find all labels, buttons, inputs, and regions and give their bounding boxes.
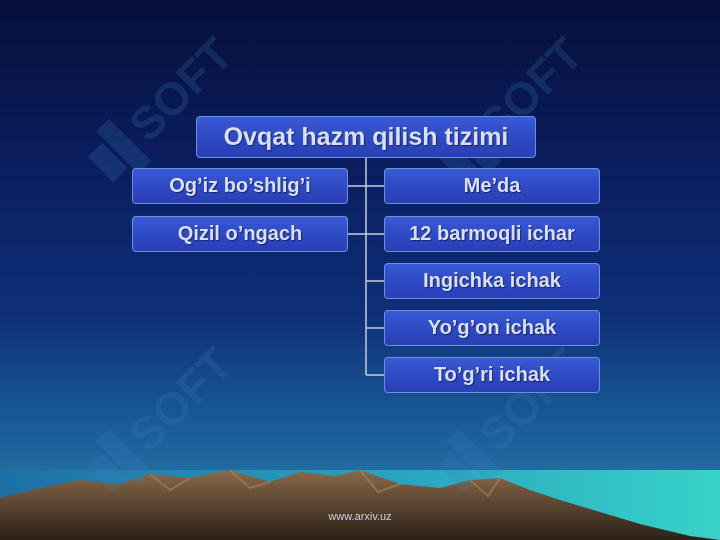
left-item-1: Og’iz bo’shlig’i xyxy=(132,168,348,204)
mountain-ridges xyxy=(149,469,501,498)
soft-logo-mark xyxy=(87,428,152,493)
mountain-range xyxy=(0,470,720,540)
footer-url: www.arxiv.uz xyxy=(328,511,392,523)
soft-logo-mark xyxy=(437,428,502,493)
right-item-1: Me’da xyxy=(384,168,600,204)
soft-logo-mark xyxy=(87,118,152,183)
right-item-2: 12 barmoqli ichar xyxy=(384,216,600,252)
right-item-4: Yo’g’on ichak xyxy=(384,310,600,346)
diagram-title: Ovqat hazm qilish tizimi xyxy=(196,116,536,158)
right-item-5: To’g’ri ichak xyxy=(384,357,600,393)
left-item-2: Qizil o’ngach xyxy=(132,216,348,252)
right-item-3: Ingichka ichak xyxy=(384,263,600,299)
